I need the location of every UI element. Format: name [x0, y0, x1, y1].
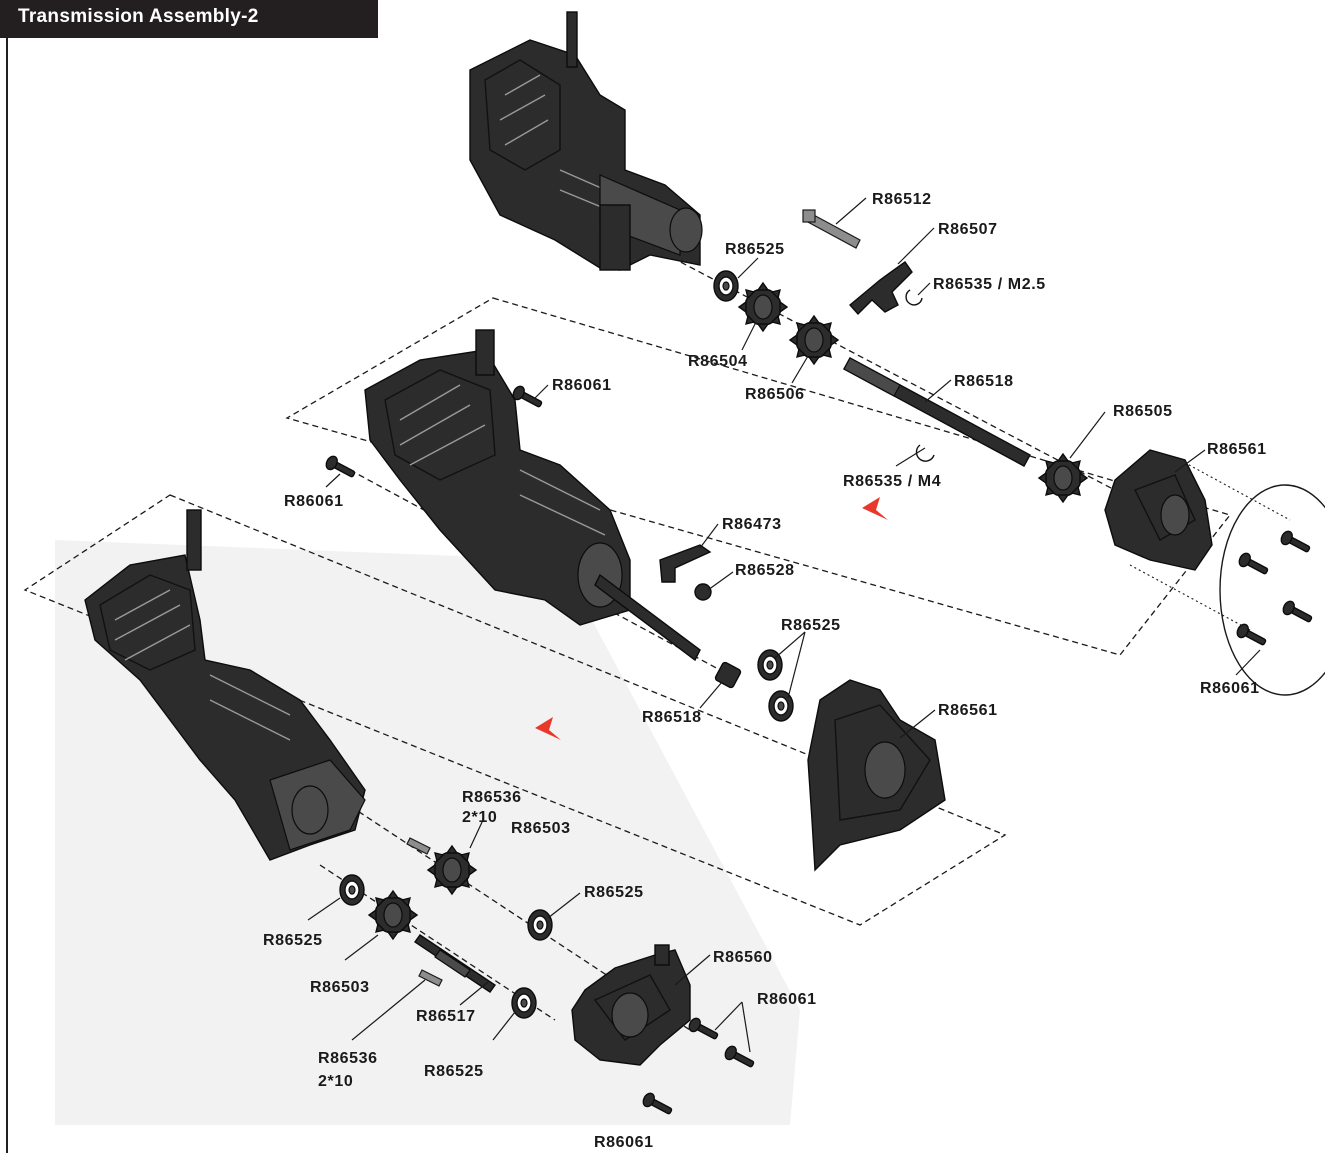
- label-r86061-circle: R86061: [1200, 680, 1260, 697]
- leader-lines: [307, 197, 1261, 1053]
- bearing-r86525-mid-b: [768, 690, 794, 722]
- label-r86535-m4: R86535 / M4: [843, 473, 941, 490]
- label-r86473: R86473: [722, 516, 782, 533]
- transmission-housing-middle: [364, 329, 701, 662]
- collar-r86518-mid: [714, 661, 742, 689]
- label-r86535-m25: R86535 / M2.5: [933, 276, 1046, 293]
- label-r86512: R86512: [872, 191, 932, 208]
- lever-r86473: [659, 544, 712, 583]
- dotted-line-a: [1179, 459, 1291, 521]
- screw-circle-4: [1234, 621, 1269, 650]
- label-r86505: R86505: [1113, 403, 1173, 420]
- gear-r86505: [1038, 453, 1088, 503]
- label-r86560: R86560: [713, 949, 773, 966]
- label-r86504: R86504: [688, 353, 748, 370]
- label-r86525-left: R86525: [263, 932, 323, 949]
- nut-r86528: [694, 583, 712, 601]
- e-clip-m4: [915, 444, 935, 462]
- dashed-outline-bottom: [23, 494, 1007, 926]
- label-r86525-right: R86525: [584, 884, 644, 901]
- label-r86061-left: R86061: [284, 493, 344, 510]
- label-r86528: R86528: [735, 562, 795, 579]
- cover-r86561-mid: [807, 679, 946, 872]
- label-r86536-bottom-b: 2*10: [318, 1073, 353, 1090]
- bearing-r86525-bottom: [511, 987, 537, 1019]
- label-r86061-bottom-pair: R86061: [757, 991, 817, 1008]
- gear-r86503-top: [427, 845, 477, 895]
- page-title: Transmission Assembly-2: [0, 0, 378, 38]
- shaft-r86512: [802, 209, 861, 249]
- label-r86507: R86507: [938, 221, 998, 238]
- pin-r86536-bottom: [418, 969, 443, 987]
- bearing-r86525-right: [527, 909, 553, 941]
- label-r86536-top-a: R86536: [462, 789, 522, 806]
- label-r86525-bottom: R86525: [424, 1063, 484, 1080]
- label-r86525-top: R86525: [725, 241, 785, 258]
- label-r86525-mid: R86525: [781, 617, 841, 634]
- screw-circle-3: [1280, 598, 1315, 627]
- gear-r86506: [789, 315, 839, 365]
- e-clip-m25: [905, 289, 923, 306]
- label-r86561-top: R86561: [1207, 441, 1267, 458]
- frame-border: [6, 38, 8, 1153]
- pin-r86536-top: [406, 837, 431, 855]
- cover-r86560: [571, 944, 691, 1066]
- bearing-r86525-top: [713, 270, 739, 302]
- shaft-r86518-top: [843, 357, 1031, 467]
- axis-line-bottom-a: [249, 739, 691, 1031]
- label-r86506: R86506: [745, 386, 805, 403]
- screw-group-circle: [1219, 484, 1325, 696]
- cover-r86561-top: [1104, 449, 1213, 571]
- transmission-housing-top: [469, 11, 703, 271]
- label-r86061-mid: R86061: [552, 377, 612, 394]
- shaft-r86517: [414, 934, 496, 993]
- label-r86518-top: R86518: [954, 373, 1014, 390]
- screw-circle-1: [1278, 528, 1313, 557]
- label-r86061-bottom: R86061: [594, 1134, 654, 1151]
- label-r86503-left: R86503: [310, 979, 370, 996]
- label-r86503-top: R86503: [511, 820, 571, 837]
- shift-fork-r86507: [848, 261, 913, 316]
- axis-line-top: [609, 224, 1211, 541]
- label-r86561-mid: R86561: [938, 702, 998, 719]
- direction-arrow-top: [862, 497, 888, 520]
- label-r86517: R86517: [416, 1008, 476, 1025]
- bearing-r86525-left: [339, 874, 365, 906]
- gear-r86503-left: [368, 890, 418, 940]
- screw-r86061-left: [323, 453, 358, 482]
- label-r86536-bottom-a: R86536: [318, 1050, 378, 1067]
- label-r86518-mid: R86518: [642, 709, 702, 726]
- label-r86536-top-b: 2*10: [462, 809, 497, 826]
- direction-arrow-bottom: [535, 717, 561, 740]
- transmission-housing-bottom: [84, 509, 366, 861]
- screw-circle-2: [1236, 550, 1271, 579]
- gear-r86504: [738, 282, 788, 332]
